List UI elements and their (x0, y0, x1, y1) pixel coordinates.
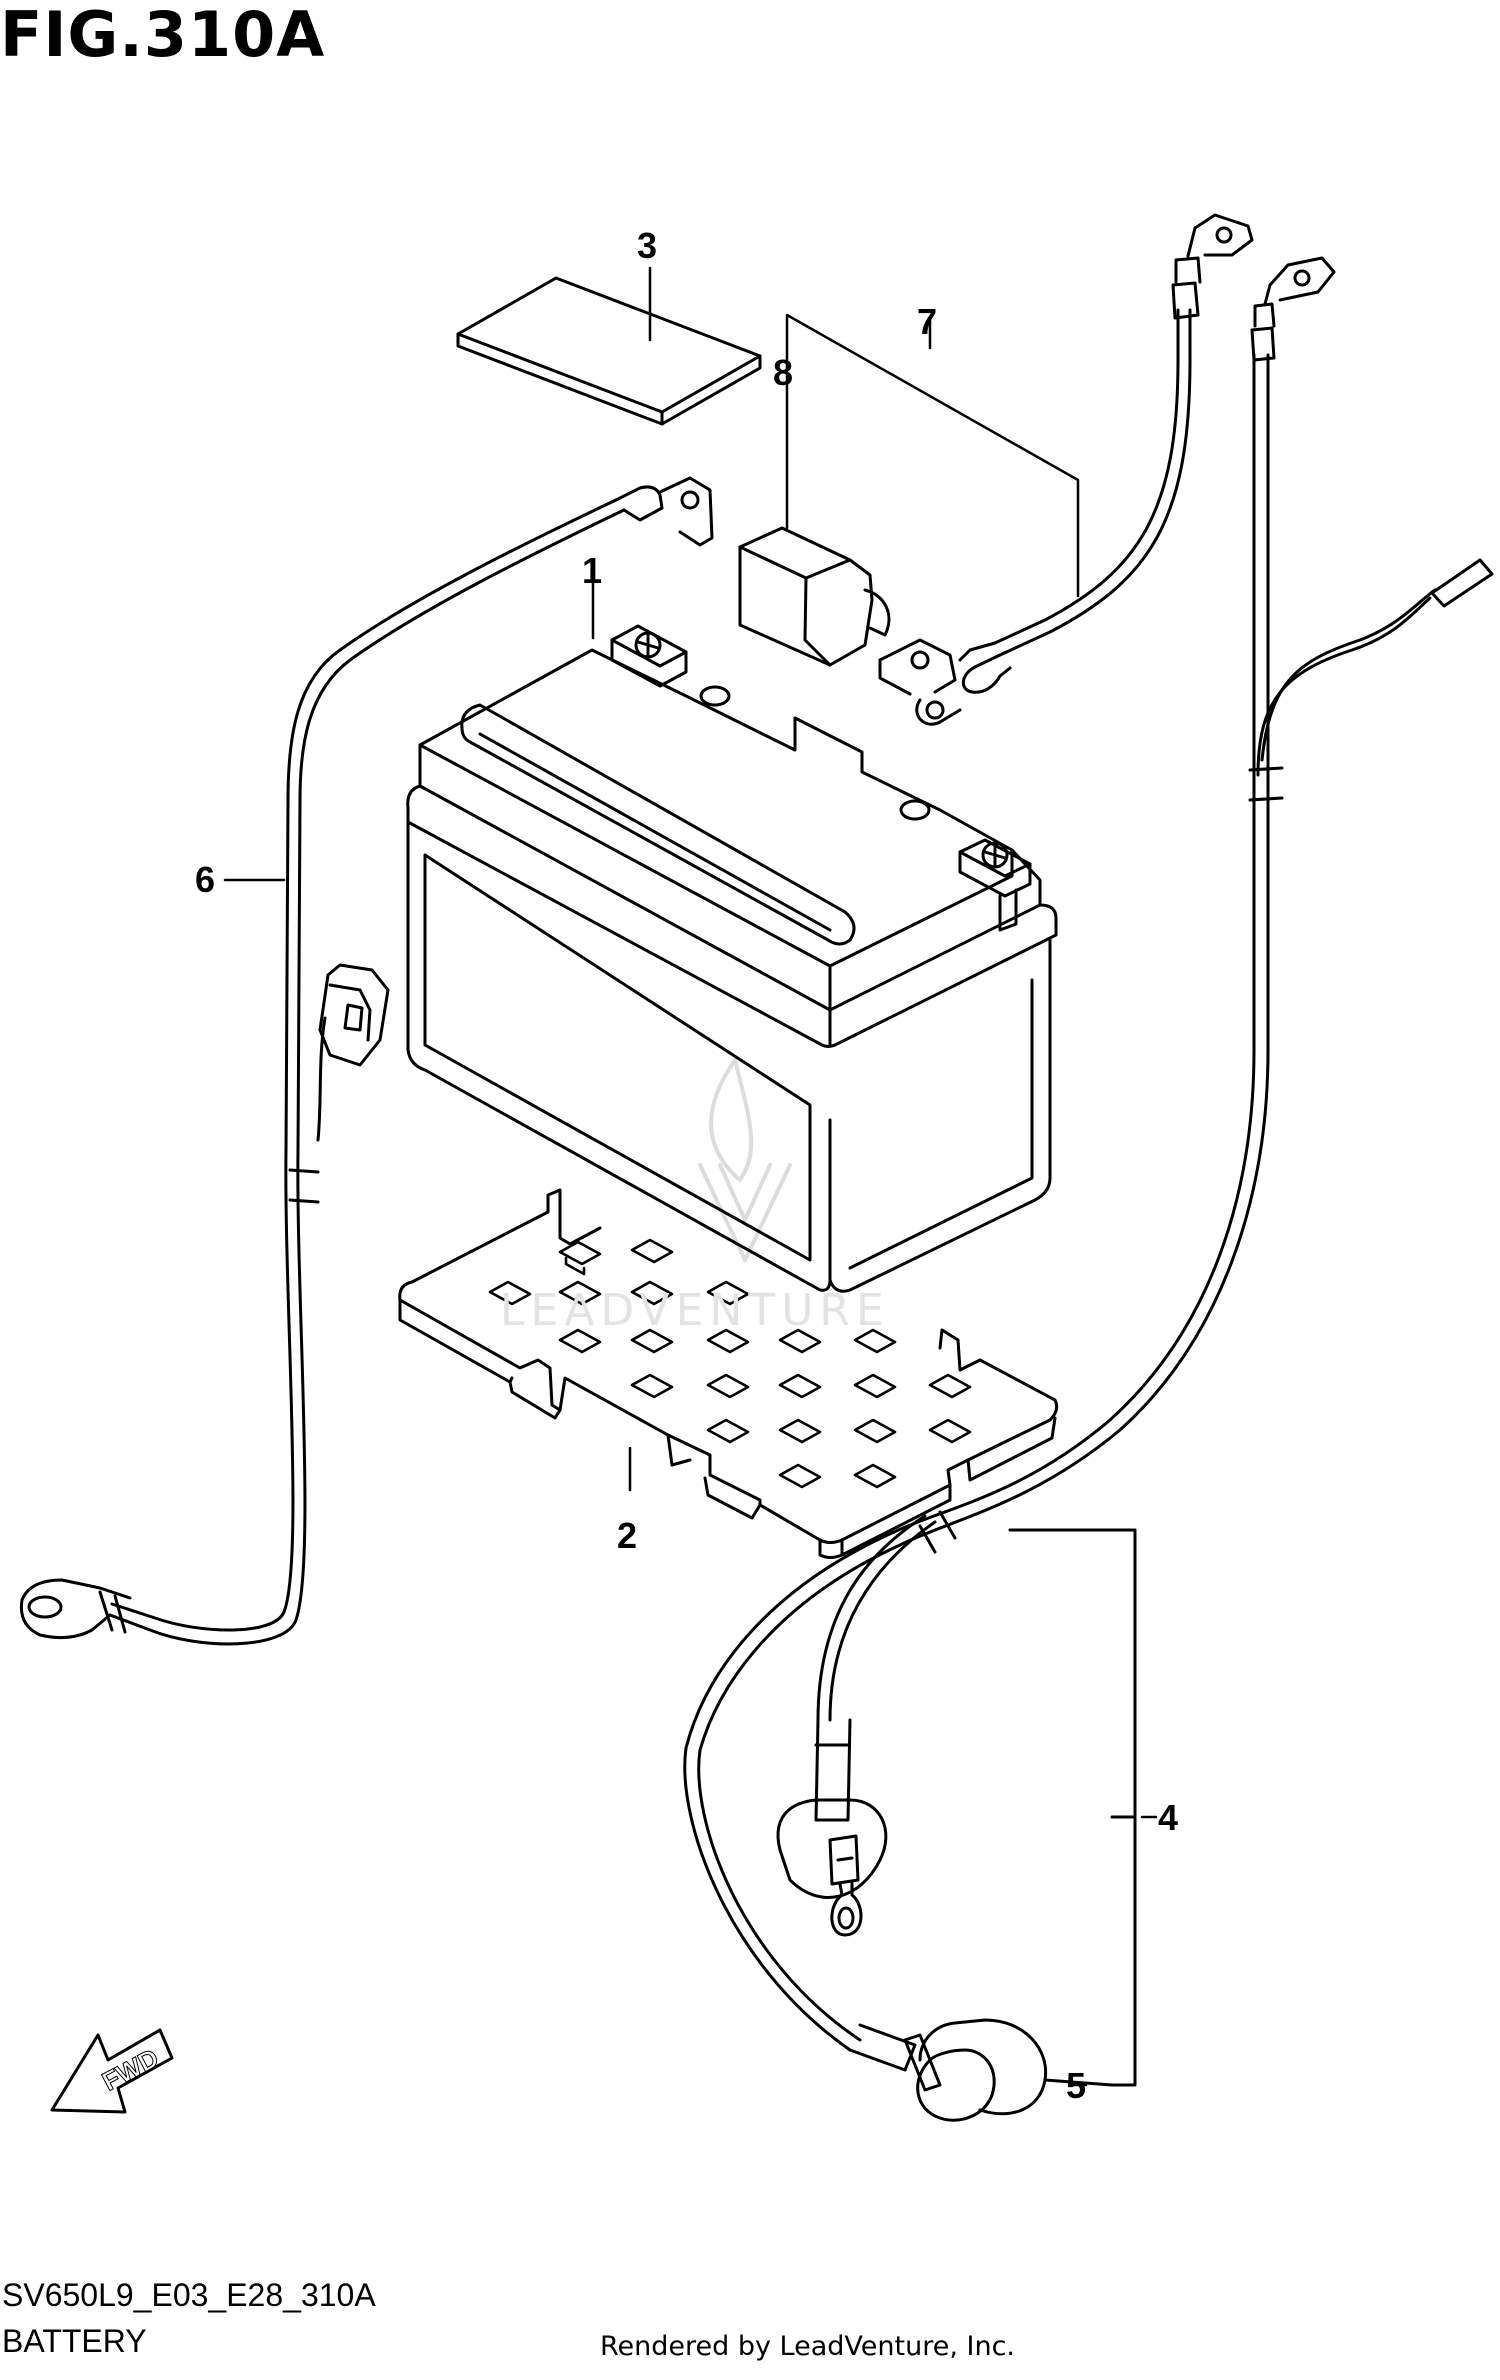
part-2-battery-tray (398, 1188, 1059, 1559)
section-name: BATTERY (2, 2323, 147, 2359)
part-7-positive-lead (878, 213, 1254, 726)
callout-7: 7 (917, 301, 937, 342)
callout-3: 3 (637, 225, 657, 266)
callout-2: 2 (617, 1515, 637, 1556)
part-6-negative-lead (19, 476, 714, 1646)
part-5-terminal-boot (848, 2018, 1114, 2122)
callout-6: 6 (195, 859, 215, 900)
callout-8: 8 (773, 352, 793, 393)
part-8-terminal-cover (738, 526, 891, 667)
callout-5: 5 (1066, 2065, 1086, 2106)
model-code: SV650L9_E03_E28_310A (2, 2277, 376, 2313)
part-3-label-sheet (456, 276, 762, 426)
callout-labels: 3 7 8 1 6 2 4 5 LEADVENTURE FWD (97, 225, 1178, 2106)
figure-title: FIG.310A (0, 0, 326, 71)
render-credit: Rendered by LeadVenture, Inc. (600, 2331, 1016, 2362)
callout-4: 4 (1158, 1797, 1178, 1838)
fwd-label: FWD (97, 2042, 163, 2096)
callout-1: 1 (582, 550, 602, 591)
watermark-logo (698, 1058, 792, 1262)
part-4-starter-wire (683, 256, 1494, 2087)
part-1-battery (406, 624, 1058, 1293)
watermark-text: LEADVENTURE (500, 1285, 890, 1336)
leader-lines (223, 266, 1158, 2087)
fwd-arrow (50, 2028, 174, 2114)
